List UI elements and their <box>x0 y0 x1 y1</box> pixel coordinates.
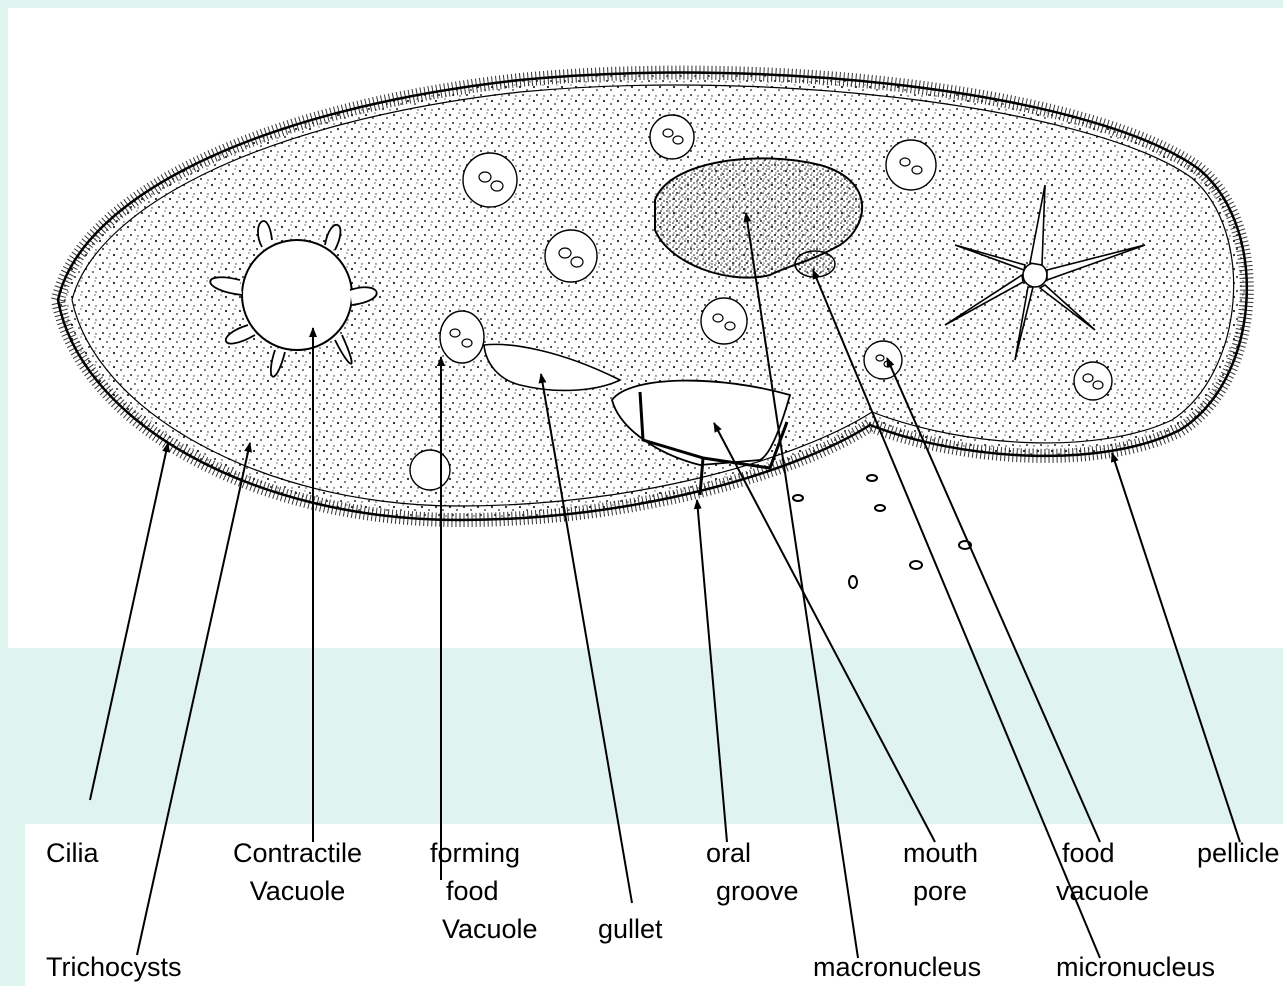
label-oral-groove: oral groove <box>706 834 799 910</box>
label-trichocysts: Trichocysts <box>46 948 182 986</box>
label-micronucleus: micronucleus <box>1056 948 1215 986</box>
label-macronucleus: macronucleus <box>813 948 981 986</box>
label-cilia: Cilia <box>46 834 99 872</box>
label-forming-food-vacuole: forming food Vacuole <box>428 834 538 948</box>
label-food-vacuole: food vacuole <box>1062 834 1149 910</box>
label-contractile-vacuole: Contractile Vacuole <box>233 834 362 910</box>
label-mouth-pore: mouth pore <box>903 834 978 910</box>
label-gullet: gullet <box>598 910 663 948</box>
label-pellicle: pellicle <box>1197 834 1280 872</box>
